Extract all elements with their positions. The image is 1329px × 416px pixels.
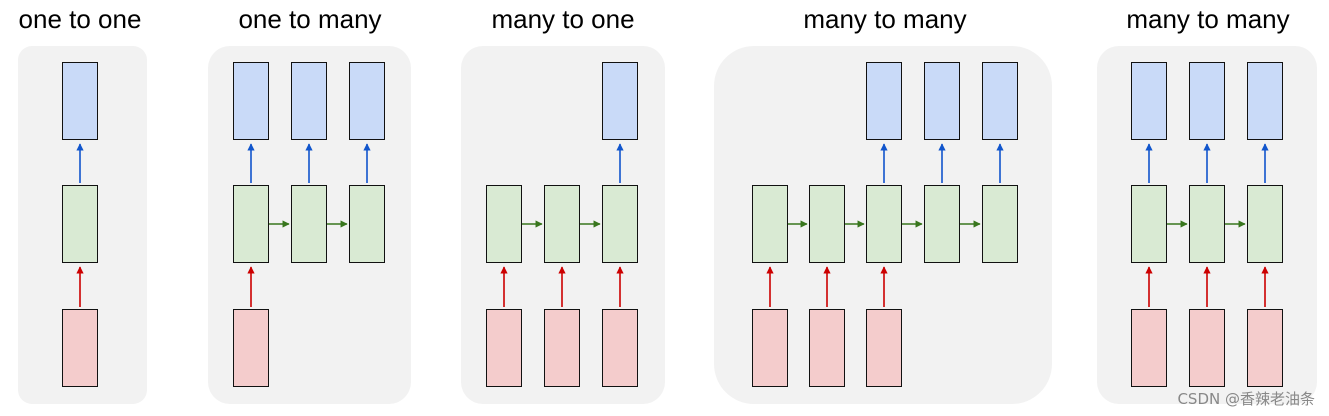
input-box	[1131, 309, 1167, 387]
watermark: CSDN @香辣老油条	[1177, 390, 1315, 408]
hidden-state-box	[1131, 185, 1167, 263]
hidden-state-box	[866, 185, 902, 263]
hidden-state-box	[1247, 185, 1283, 263]
diagram-title-many-to-many-delayed: many to many	[803, 4, 967, 34]
input-box	[752, 309, 788, 387]
hidden-state-box	[486, 185, 522, 263]
hidden-state-box	[752, 185, 788, 263]
output-box	[233, 62, 269, 140]
diagram-title-many-to-many-synced: many to many	[1126, 4, 1290, 34]
hidden-state-box	[1189, 185, 1225, 263]
input-box	[809, 309, 845, 387]
input-box	[62, 309, 98, 387]
input-box	[544, 309, 580, 387]
hidden-state-box	[924, 185, 960, 263]
hidden-state-box	[809, 185, 845, 263]
output-box	[982, 62, 1018, 140]
input-box	[233, 309, 269, 387]
input-box	[1247, 309, 1283, 387]
output-box	[602, 62, 638, 140]
input-box	[1189, 309, 1225, 387]
output-box	[62, 62, 98, 140]
diagram-title-many-to-one: many to one	[491, 4, 635, 34]
output-box	[1189, 62, 1225, 140]
output-box	[1247, 62, 1283, 140]
hidden-state-box	[544, 185, 580, 263]
hidden-state-box	[233, 185, 269, 263]
output-box	[866, 62, 902, 140]
input-box	[602, 309, 638, 387]
hidden-state-box	[291, 185, 327, 263]
diagram-title-one-to-one: one to one	[18, 4, 142, 34]
input-box	[486, 309, 522, 387]
input-box	[866, 309, 902, 387]
hidden-state-box	[602, 185, 638, 263]
output-box	[924, 62, 960, 140]
hidden-state-box	[982, 185, 1018, 263]
hidden-state-box	[62, 185, 98, 263]
hidden-state-box	[349, 185, 385, 263]
output-box	[1131, 62, 1167, 140]
diagram-title-one-to-many: one to many	[238, 4, 382, 34]
output-box	[349, 62, 385, 140]
output-box	[291, 62, 327, 140]
